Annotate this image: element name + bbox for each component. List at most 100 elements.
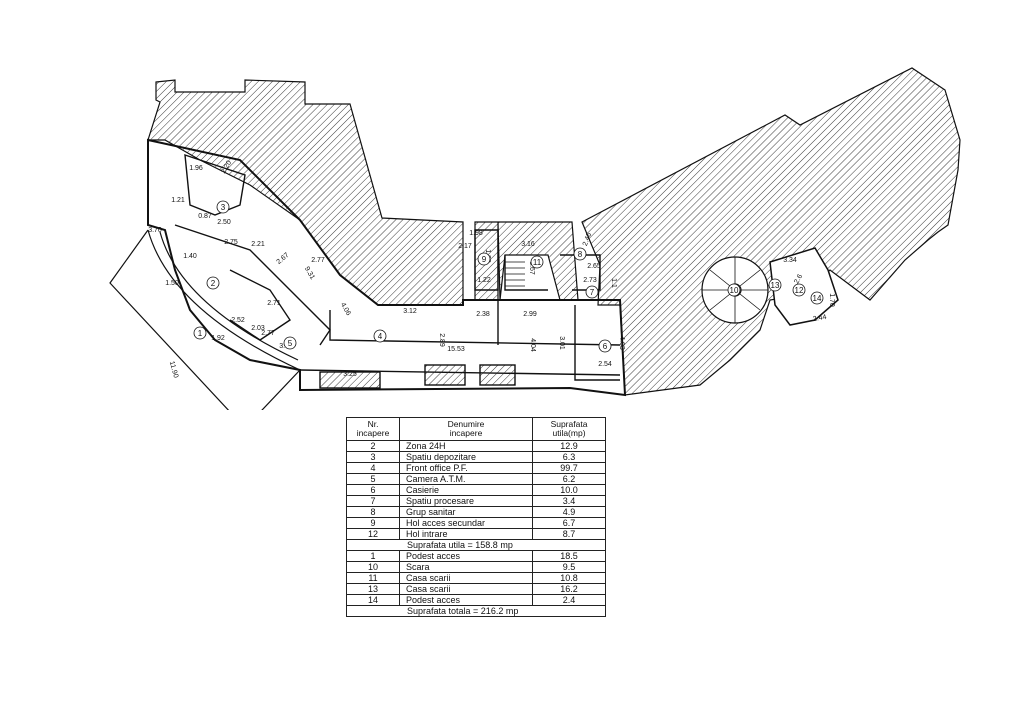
room-number-circle [585,285,599,299]
room-name-cell: Hol acces secundar [399,517,533,529]
header-area: Suprafata utila(mp) [532,417,606,441]
room-name-cell: Zona 24H [399,440,533,452]
header-name: Denumire incapere [399,417,533,441]
dimension-label: 3.25 [343,371,357,378]
table-bottom-rule-cell [346,616,606,623]
room-name-cell: Spatiu depozitare [399,451,533,463]
room-number-circle [727,283,741,297]
total-area-row: Suprafata totala = 216.2 mp [346,605,606,617]
room-number-cell: 8 [346,506,400,518]
dimension-label: 3.34 [783,257,797,264]
room-name-cell: Podest acces [399,594,533,606]
dimension-label: 4.06 [339,302,352,317]
room-number-cell: 2 [346,440,400,452]
room-number-circle [283,336,297,350]
room-number-circle [573,247,587,261]
dimension-label: 2.73 [583,277,597,284]
dimension-label: 2.75 [224,239,238,246]
room-name-cell: Grup sanitar [399,506,533,518]
room-number: 8 [578,250,583,259]
room-number-circle [216,200,230,214]
room-number-circle [598,339,612,353]
floor-outline [147,138,627,397]
dimension-label: 2.65 [587,263,601,270]
dimension-label: 1.96 [189,165,203,172]
room-area-cell: 2.4 [532,594,606,606]
dimension-label: 2.38 [476,311,490,318]
room-number: 9 [482,255,487,264]
room-name-cell: Podest acces [399,550,533,562]
entrance-landing [109,229,301,410]
table-bottom-rule [346,616,606,623]
room-number: 1 [198,329,203,338]
dimension-label: 2.54 [598,361,612,368]
room-number: 2 [211,279,216,288]
room-schedule-table: Nr. incapere Denumire incapere Suprafata… [346,417,606,623]
room-area-cell: 99.7 [532,462,606,474]
dimension-label: 1.21 [171,197,185,204]
dimension-label: 2.03 [251,325,265,332]
dimension-label: 1.70 [828,293,835,307]
dimension-label: 1.98 [469,230,483,237]
room-number: 3 [221,203,226,212]
room-name-cell: Camera A.T.M. [399,473,533,485]
dimension-label: 1.92 [211,335,225,342]
room-number-circle [792,283,806,297]
dimension-label: 3.01 [558,336,565,350]
dimension-label: 2.17 [458,243,472,250]
room-number-cell: 3 [346,451,400,463]
dimension-label: 2.71 [267,300,281,307]
room-area-cell: 3.4 [532,495,606,507]
room-name-cell: Hol intrare [399,528,533,540]
dimension-label: 0.87 [198,213,212,220]
room-number-cell: 11 [346,572,400,584]
dimension-label: 2.44 [812,314,827,323]
dimension-label: 2.6 [793,273,804,285]
total-area: Suprafata totala = 216.2 mp [346,605,606,617]
room-area-cell: 10.0 [532,484,606,496]
room-name-cell: Scara [399,561,533,573]
dimension-label: 2.50 [217,219,231,226]
room-name-cell: Front office P.F. [399,462,533,474]
header-nr: Nr. incapere [346,417,400,441]
dimension-label: 3.12 [403,308,417,315]
room-area-cell: 18.5 [532,550,606,562]
room-number: 6 [603,342,608,351]
room-area-cell: 16.2 [532,583,606,595]
room-number-circle [810,291,824,305]
room-number: 5 [288,339,293,348]
room-number-circle [193,326,207,340]
room-number-cell: 12 [346,528,400,540]
room-number-cell: 7 [346,495,400,507]
room-number: 14 [813,294,822,303]
room-area-cell: 12.9 [532,440,606,452]
room-number-cell: 6 [346,484,400,496]
room-number: 4 [378,332,383,341]
room-area-cell: 8.7 [532,528,606,540]
stair-straight [505,261,525,287]
dimension-label: 2.99 [523,311,537,318]
room-area-cell: 4.9 [532,506,606,518]
room-number: 11 [533,258,542,267]
room-number-circle [768,278,782,292]
dimension-label: 2.77 [311,257,325,264]
room-number-circle [530,255,544,269]
useful-area-subtotal: Suprafata utila = 158.8 mp [346,539,606,551]
room-number-cell: 10 [346,561,400,573]
dimension-label: 2.77 [261,330,275,337]
dimension-label: 2.67 [276,252,291,266]
room-number-cell: 1 [346,550,400,562]
dimension-label: 2.21 [251,241,265,248]
